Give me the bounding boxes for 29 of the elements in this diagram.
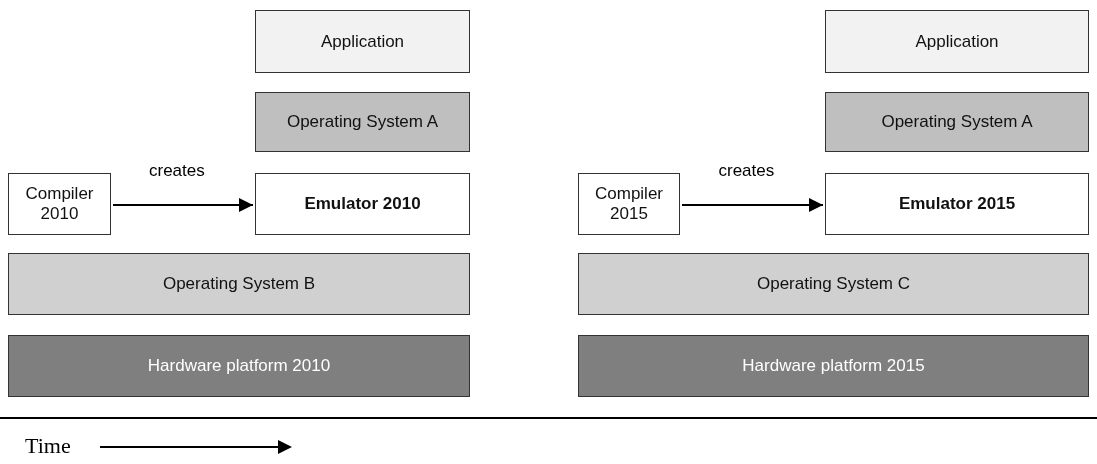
layer-box xyxy=(8,173,111,235)
layer-box xyxy=(825,10,1089,73)
layer-box xyxy=(255,10,470,73)
axis-label: Time xyxy=(25,433,71,459)
layer-box xyxy=(578,253,1089,315)
layer-label: Hardware platform 2010 xyxy=(147,356,331,376)
layer-label: Emulator 2010 xyxy=(304,194,421,214)
layer-label: Operating System B xyxy=(162,274,316,294)
layer-box xyxy=(8,253,470,315)
layer-label: Emulator 2015 xyxy=(898,194,1016,214)
layer-box xyxy=(825,173,1089,235)
layer-box xyxy=(578,173,680,235)
arrow xyxy=(681,198,824,212)
layer-box xyxy=(255,173,470,235)
layer-box xyxy=(825,92,1089,152)
layer-label: Compiler 2015 xyxy=(594,184,664,224)
layer-label: Operating System A xyxy=(881,112,1033,132)
layer-box xyxy=(578,335,1089,397)
layer-label: Operating System C xyxy=(756,274,911,294)
arrow xyxy=(112,198,254,212)
layer-label: Compiler 2010 xyxy=(24,184,95,224)
layer-label: Application xyxy=(915,31,999,52)
layer-box xyxy=(8,335,470,397)
edge-label: creates xyxy=(149,161,205,181)
layer-label: Operating System A xyxy=(286,112,439,132)
layer-label: Hardware platform 2015 xyxy=(742,356,925,376)
edge-label: creates xyxy=(718,161,775,181)
layer-label: Application xyxy=(320,31,405,52)
layer-box xyxy=(255,92,470,152)
